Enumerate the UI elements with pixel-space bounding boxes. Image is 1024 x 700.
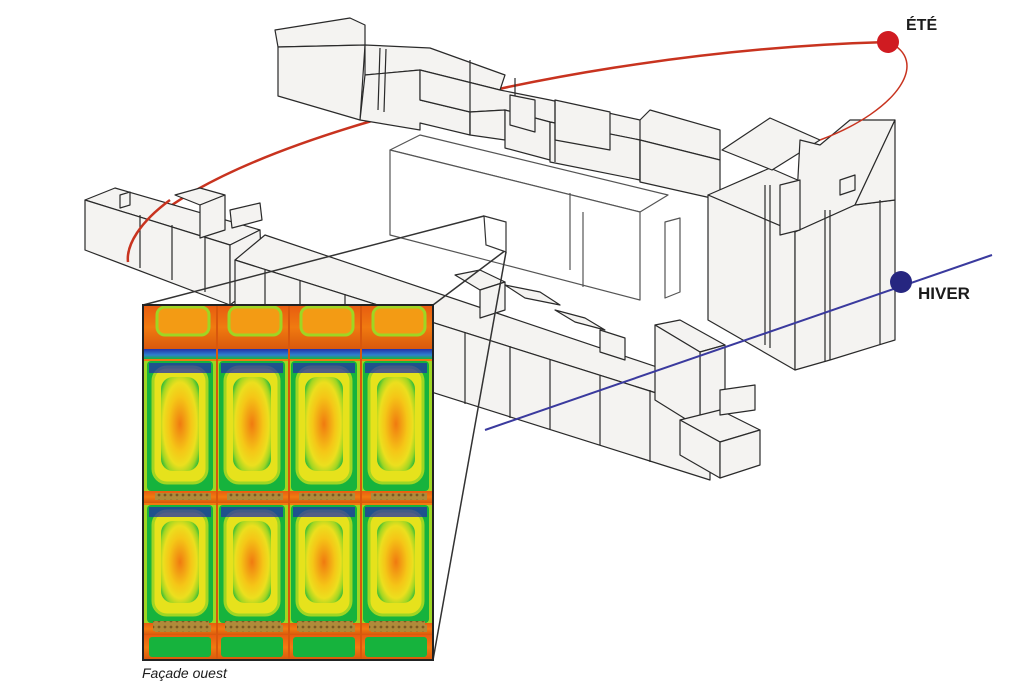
callout-leader-line	[142, 215, 485, 306]
north-wing	[274, 17, 721, 201]
heatmap-frame	[142, 304, 434, 661]
summer-sun-label: ÉTÉ	[906, 17, 938, 34]
heatmap-vent-grille	[371, 493, 427, 500]
heatmap-pier	[149, 637, 211, 657]
heatmap-window-panel	[371, 305, 427, 337]
building-massing	[84, 17, 896, 481]
heatmap-shadow-strip	[365, 507, 427, 517]
heatmap-vent-grille	[299, 493, 355, 500]
heatmap-caption: Façade ouest	[142, 665, 227, 681]
heatmap-shadow-strip	[149, 507, 211, 517]
summer-sun-path-west	[126, 198, 171, 263]
callout-target-zone	[483, 215, 507, 253]
heatmap-shadow-strip	[293, 363, 355, 373]
heatmap-shadow-strip	[293, 507, 355, 517]
summer-sun-path-front	[819, 41, 908, 141]
heatmap-vent-grille	[297, 621, 353, 631]
heatmap-pier	[221, 637, 283, 657]
heatmap-window-panel	[299, 305, 355, 337]
heatmap-window-panel	[305, 521, 343, 603]
heatmap-window-panel	[227, 305, 283, 337]
heatmap-window-panel	[233, 377, 271, 471]
heatmap-window-panel	[155, 305, 211, 337]
heatmap-window-panel	[161, 521, 199, 603]
heatmap-vent-grille	[225, 621, 281, 631]
heatmap-vent-grille	[155, 493, 211, 500]
heatmap-vent-grille	[227, 493, 283, 500]
heatmap-shadow-strip	[365, 363, 427, 373]
heatmap-shadow-strip	[221, 363, 283, 373]
callout-leader-line	[432, 249, 507, 306]
heatmap-pier	[293, 637, 355, 657]
heatmap-window-panel	[377, 521, 415, 603]
summer-sun-marker-icon	[877, 31, 899, 53]
heatmap-shadow-strip	[221, 507, 283, 517]
east-tower	[707, 117, 896, 371]
heatmap-window-panel	[233, 521, 271, 603]
southeast-block	[654, 319, 761, 479]
heatmap-window-panel	[305, 377, 343, 471]
heatmap-pier	[365, 637, 427, 657]
facade-heatmap	[143, 305, 433, 660]
heatmap-window-panel	[161, 377, 199, 471]
courtyard-building	[389, 134, 681, 301]
heatmap-shadow-strip	[149, 363, 211, 373]
callout-leader-line	[432, 251, 507, 661]
heatmap-window-panel	[377, 377, 415, 471]
winter-sun-marker-icon	[890, 271, 912, 293]
heatmap-vent-grille	[369, 621, 425, 631]
winter-sun-label: HIVER	[918, 284, 970, 303]
heatmap-vent-grille	[153, 621, 209, 631]
